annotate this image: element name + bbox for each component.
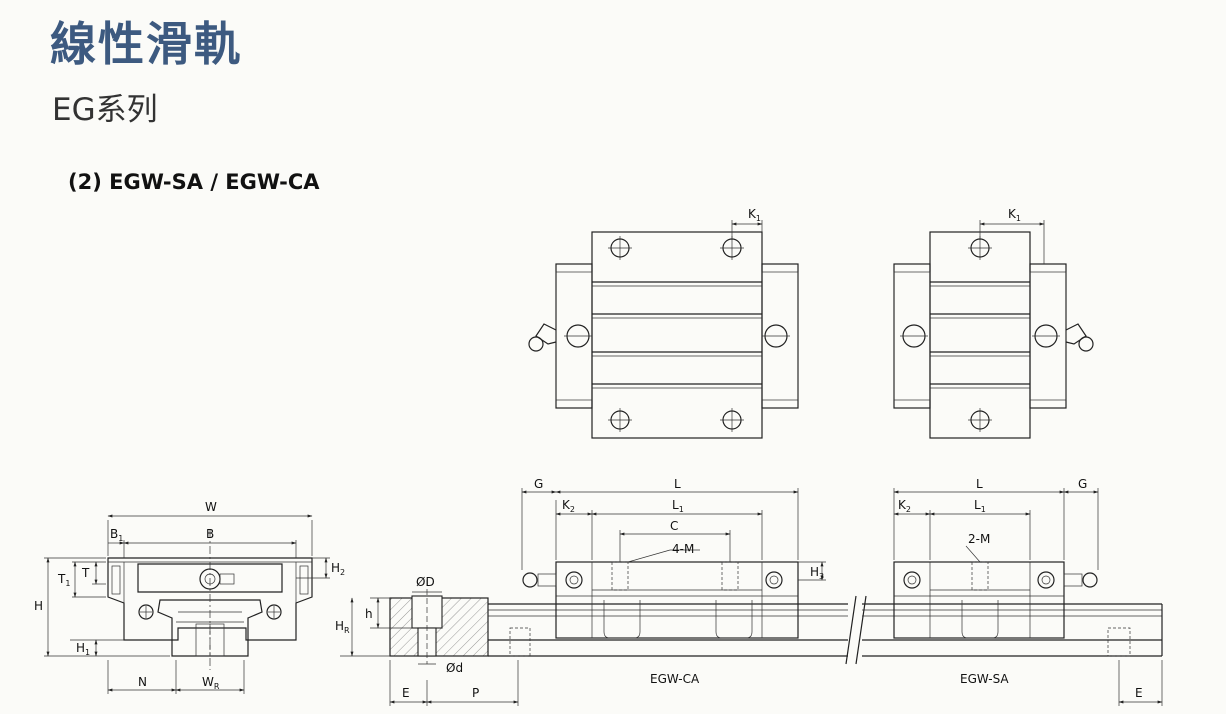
dim-H2: H2: [331, 561, 345, 577]
dim-T1: T1: [57, 572, 70, 588]
dim-phid: Ød: [446, 661, 463, 675]
dim-L-ca: L: [674, 477, 681, 491]
egw-ca-top-view: K1: [528, 207, 799, 439]
dim-h: h: [365, 607, 373, 621]
rail-section-view: ØD Ød h HR E P: [335, 575, 519, 706]
series-subtitle: EG系列: [52, 92, 158, 128]
dim-WR: WR: [202, 675, 220, 691]
dim-2M: 2-M: [968, 532, 990, 546]
dim-P: P: [472, 686, 479, 700]
dim-N: N: [138, 675, 147, 689]
dim-K1-sa: K1: [1008, 207, 1021, 223]
dim-L-sa: L: [976, 477, 983, 491]
dim-B: B: [206, 527, 214, 541]
dim-HR: HR: [335, 619, 350, 635]
dim-K1-ca: K1: [748, 207, 761, 223]
rail-side-view: E: [488, 595, 1163, 706]
dim-E-right: E: [1135, 686, 1143, 700]
egw-ca-side-view: G L K2 L1 C 4-M H3 EGW-CA: [521, 477, 826, 686]
dim-phiD: ØD: [416, 575, 435, 589]
egw-sa-side-view: L G K2 L1 2-M EGW-SA: [893, 477, 1099, 686]
dim-H1: H1: [76, 641, 90, 657]
dim-4M: 4-M: [672, 542, 694, 556]
dim-L1-sa: L1: [974, 498, 986, 514]
dim-W: W: [205, 500, 217, 514]
front-view: [107, 530, 313, 670]
dim-L1-ca: L1: [672, 498, 684, 514]
dim-B1: B1: [110, 527, 123, 543]
dim-T: T: [81, 566, 90, 580]
dim-K2-sa: K2: [898, 498, 911, 514]
dim-C: C: [670, 519, 678, 533]
front-view-dimensions: W B1 B H T1 T H1 H2 N WR: [34, 500, 345, 694]
label-egw-ca: EGW-CA: [650, 672, 700, 686]
dim-E-left: E: [402, 686, 410, 700]
section-heading: (2) EGW-SA / EGW-CA: [68, 170, 320, 194]
label-egw-sa: EGW-SA: [960, 672, 1009, 686]
dim-H: H: [34, 599, 43, 613]
dim-H3: H3: [810, 565, 824, 581]
dim-G-sa: G: [1078, 477, 1087, 491]
dim-K2-ca: K2: [562, 498, 575, 514]
page-title: 線性滑軌: [50, 17, 242, 71]
egw-sa-top-view: K1: [893, 207, 1094, 439]
dim-G-ca: G: [534, 477, 543, 491]
